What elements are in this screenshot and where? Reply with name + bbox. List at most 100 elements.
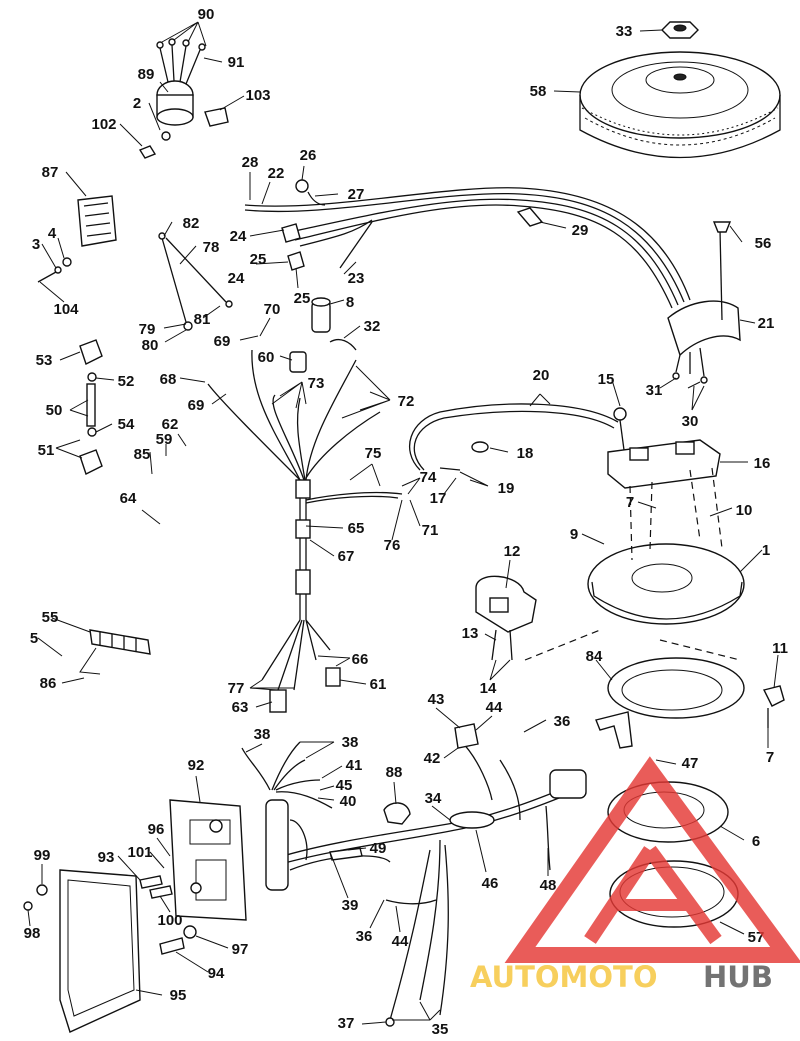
callout-25b: 25 (294, 290, 311, 307)
leader-lines (27, 21, 779, 1025)
main-wire-harness (207, 349, 403, 713)
callout-39: 39 (342, 897, 359, 914)
callout-70: 70 (264, 301, 281, 318)
callout-76: 76 (384, 537, 401, 554)
switch-box (169, 799, 247, 921)
terminal-block (79, 629, 151, 675)
callout-8: 8 (346, 294, 354, 311)
callout-3: 3 (32, 236, 40, 253)
callout-6: 6 (752, 833, 760, 850)
flywheel (579, 51, 781, 159)
callout-44: 44 (486, 699, 503, 716)
callout-15: 15 (598, 371, 615, 388)
callout-31: 31 (646, 382, 663, 399)
callout-9: 9 (570, 526, 578, 543)
callout-93: 93 (98, 849, 115, 866)
callout-97: 97 (232, 941, 249, 958)
callout-28: 28 (242, 154, 259, 171)
callout-23: 23 (348, 270, 365, 287)
callout-58: 58 (530, 83, 547, 100)
callout-26: 26 (300, 147, 317, 164)
callout-49: 49 (370, 840, 387, 857)
callout-4: 4 (48, 225, 57, 242)
callout-88: 88 (386, 764, 403, 781)
callout-98: 98 (24, 925, 41, 942)
callout-29: 29 (572, 222, 589, 239)
cover (23, 869, 197, 1033)
stator-harness (244, 179, 691, 309)
callout-80: 80 (142, 337, 159, 354)
callout-51: 51 (38, 442, 55, 459)
ignition-coil (475, 575, 537, 661)
callout-86: 86 (40, 675, 57, 692)
callout-2: 2 (133, 95, 141, 112)
callout-53: 53 (36, 352, 53, 369)
callout-44b: 44 (392, 933, 409, 950)
callout-72: 72 (398, 393, 415, 410)
callout-94: 94 (208, 965, 225, 982)
callout-40: 40 (340, 793, 357, 810)
mounting-gasket (595, 657, 745, 749)
callout-47: 47 (682, 755, 699, 772)
battery-cable-harness (269, 723, 587, 1027)
callout-92: 92 (188, 757, 205, 774)
callout-82: 82 (183, 215, 200, 232)
callout-66: 66 (352, 651, 369, 668)
callout-102: 102 (91, 116, 116, 133)
callout-14: 14 (480, 680, 497, 697)
callout-73: 73 (308, 375, 325, 392)
callout-22: 22 (268, 165, 285, 182)
condenser (289, 297, 357, 373)
callout-61: 61 (370, 676, 387, 693)
callout-35: 35 (432, 1021, 449, 1038)
callout-24b: 24 (228, 270, 245, 287)
callout-41: 41 (346, 757, 363, 774)
flywheel-nut (661, 21, 699, 39)
armature-plate (524, 467, 745, 661)
timer-base (607, 407, 721, 489)
callout-52: 52 (118, 373, 135, 390)
callout-55: 55 (42, 609, 59, 626)
callout-100: 100 (157, 912, 182, 929)
callout-46: 46 (482, 875, 499, 892)
callout-1: 1 (762, 542, 770, 559)
callout-63: 63 (232, 699, 249, 716)
callout-65: 65 (348, 520, 365, 537)
callout-60: 60 (258, 349, 275, 366)
callout-32: 32 (364, 318, 381, 335)
callout-20: 20 (533, 367, 550, 384)
switch-harness (241, 741, 411, 891)
callout-62: 62 (162, 416, 179, 433)
callout-12: 12 (504, 543, 521, 560)
callout-7: 7 (626, 494, 634, 511)
callout-24: 24 (230, 228, 247, 245)
callout-54: 54 (118, 416, 135, 433)
callout-25: 25 (250, 251, 267, 268)
callout-74: 74 (420, 469, 437, 486)
callout-16: 16 (754, 455, 771, 472)
callout-91: 91 (228, 54, 245, 71)
terminal-boots (79, 339, 103, 475)
callout-11: 11 (772, 640, 788, 657)
callout-75: 75 (365, 445, 382, 462)
callout-19: 19 (498, 480, 515, 497)
callout-68: 68 (160, 371, 177, 388)
callout-42: 42 (424, 750, 441, 767)
watermark: AUTOMOTO HUB (470, 756, 800, 994)
ground-lead (158, 232, 233, 331)
callout-95: 95 (170, 987, 187, 1004)
callout-45: 45 (336, 777, 353, 794)
watermark-text-left: AUTOMOTO (470, 960, 657, 994)
callout-5: 5 (30, 630, 38, 647)
callout-17: 17 (430, 490, 447, 507)
callout-36: 36 (554, 713, 571, 730)
callout-59: 59 (156, 431, 173, 448)
callout-13: 13 (462, 625, 479, 642)
callout-101: 101 (127, 844, 152, 861)
callout-67: 67 (338, 548, 355, 565)
callout-38b: 38 (342, 734, 359, 751)
callout-labels: 90 91 89 103 2 102 33 58 87 26 28 22 27 … (24, 6, 788, 1038)
callout-7b: 7 (766, 749, 774, 766)
callout-81: 81 (194, 311, 211, 328)
callout-36b: 36 (356, 928, 373, 945)
